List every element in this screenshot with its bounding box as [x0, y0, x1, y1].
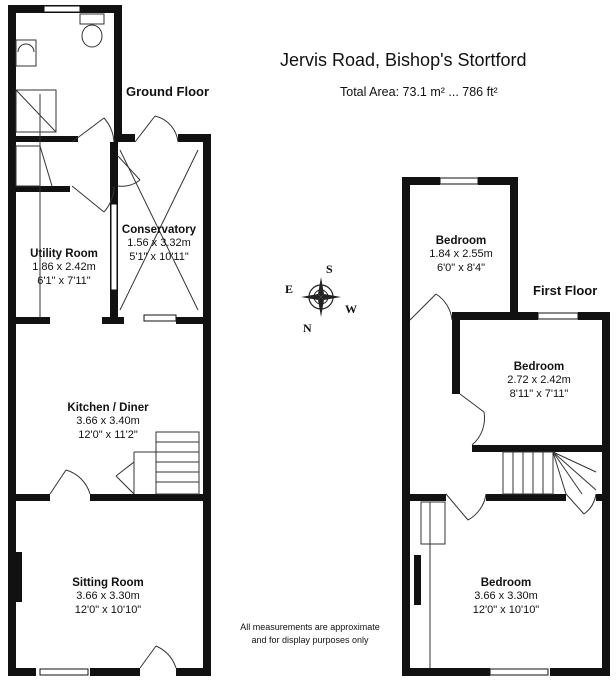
compass-s: S	[326, 262, 333, 276]
compass-n: N	[303, 321, 312, 335]
total-area: Total Area: 73.1 m² ... 786 ft²	[340, 85, 498, 99]
room-name: Bedroom	[480, 577, 532, 589]
room-imperial: 6'0" x 8'4"	[436, 262, 486, 274]
property-title: Jervis Road, Bishop's Stortford	[280, 50, 527, 70]
room-name: Bedroom	[513, 361, 565, 373]
compass-e: E	[285, 282, 294, 296]
room-sitting-room: Sitting Room 3.66 x 3.30m 12'0" x 10'10"	[50, 577, 166, 617]
room-imperial: 5'1" x 10'11"	[129, 251, 189, 263]
room-metric: 2.72 x 2.42m	[507, 374, 571, 386]
room-bedroom-middle: Bedroom 2.72 x 2.42m 8'11" x 7'11"	[480, 361, 598, 401]
windows	[39, 5, 579, 676]
disclaimer-line-2: and for display purposes only	[251, 635, 369, 645]
disclaimer-note: All measurements are approximate and for…	[222, 621, 398, 647]
first-floor-walls	[402, 177, 610, 676]
room-imperial: 6'1" x 7'11"	[37, 275, 91, 287]
ground-floor-label: Ground Floor	[126, 84, 210, 99]
room-imperial: 12'0" x 10'10"	[472, 604, 540, 616]
compass-rose	[301, 277, 341, 317]
room-name: Kitchen / Diner	[67, 402, 149, 414]
room-name: Conservatory	[121, 224, 197, 236]
room-name: Sitting Room	[72, 577, 144, 589]
room-metric: 3.66 x 3.40m	[76, 415, 140, 427]
room-bedroom-small: Bedroom 1.84 x 2.55m 6'0" x 8'4"	[412, 235, 510, 275]
room-kitchen-diner: Kitchen / Diner 3.66 x 3.40m 12'0" x 11'…	[50, 402, 166, 442]
room-utility: Utility Room 1.86 x 2.42m 6'1" x 7'11"	[16, 248, 112, 288]
room-metric: 3.66 x 3.30m	[76, 590, 140, 602]
room-imperial: 8'11" x 7'11"	[509, 388, 569, 400]
room-imperial: 12'0" x 10'10"	[74, 604, 142, 616]
doors	[49, 115, 597, 669]
room-metric: 1.56 x 3.32m	[127, 237, 191, 249]
room-name: Utility Room	[30, 248, 98, 260]
room-metric: 1.86 x 2.42m	[32, 261, 96, 273]
compass-w: W	[345, 302, 357, 316]
room-metric: 1.84 x 2.55m	[429, 248, 493, 260]
fixtures	[15, 13, 597, 668]
room-bedroom-large: Bedroom 3.66 x 3.30m 12'0" x 10'10"	[450, 577, 562, 617]
ground-floor-walls	[8, 5, 211, 676]
first-floor-label: First Floor	[533, 283, 598, 298]
room-conservatory: Conservatory 1.56 x 3.32m 5'1" x 10'11"	[118, 224, 200, 264]
room-name: Bedroom	[435, 235, 487, 247]
disclaimer-line-1: All measurements are approximate	[240, 622, 380, 632]
room-metric: 3.66 x 3.30m	[474, 590, 538, 602]
room-imperial: 12'0" x 11'2"	[78, 429, 138, 441]
